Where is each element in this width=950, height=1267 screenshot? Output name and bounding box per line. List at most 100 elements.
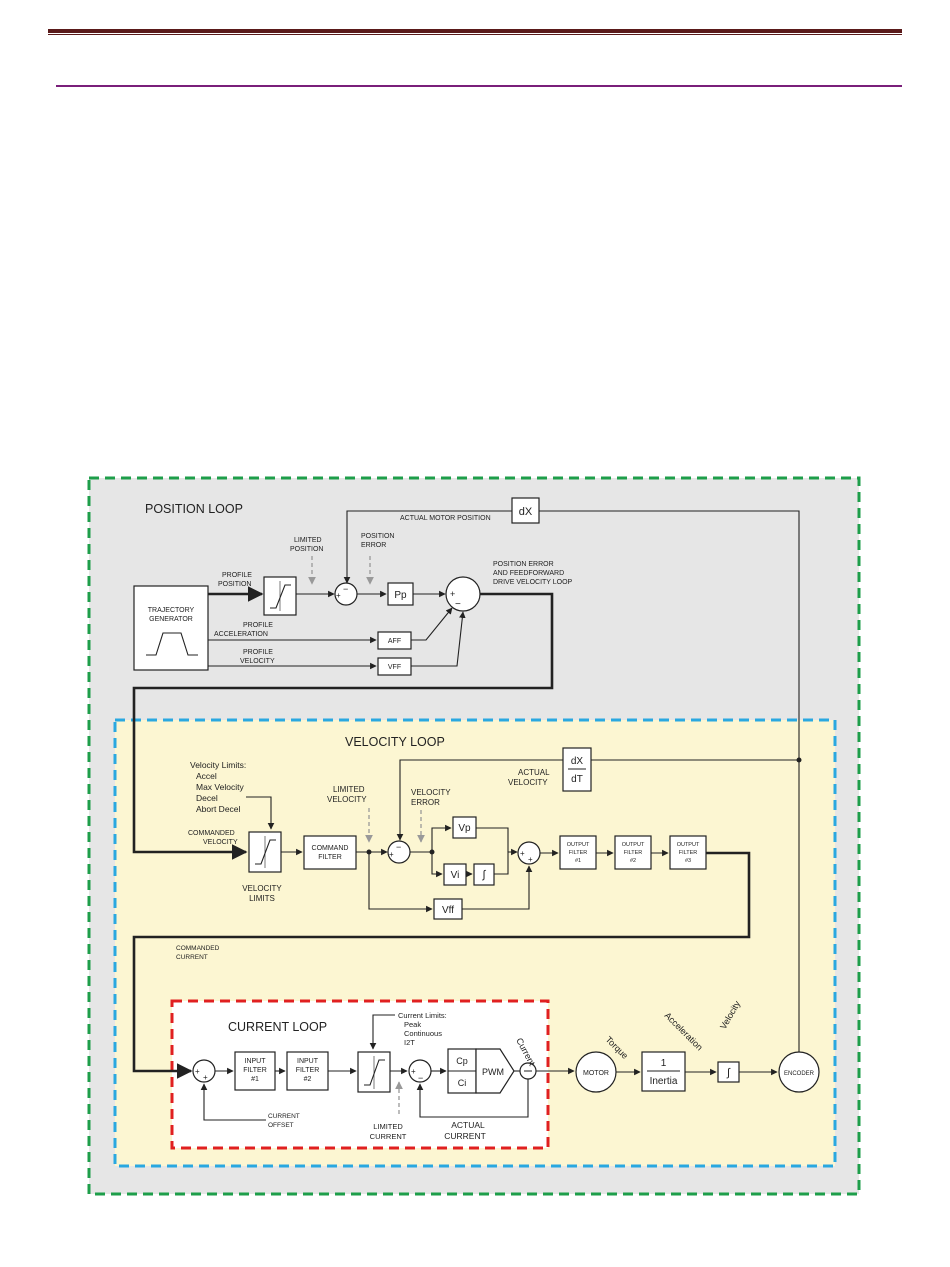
dx-label: dX	[519, 506, 533, 518]
vel-out-plus2: +	[528, 855, 533, 864]
output-filter-2	[614, 835, 652, 870]
vel-sum-minus: −	[396, 842, 401, 852]
trajectory-generator-block	[133, 585, 209, 671]
input-filter-2-l3: #2	[304, 1076, 312, 1083]
error-ff-line2: AND FEEDFORWARD	[493, 570, 564, 577]
limited-current-line2: CURRENT	[370, 1132, 407, 1141]
pos-out-plus: +	[450, 589, 455, 599]
output-filter-1-l1: OUTPUT	[567, 842, 590, 848]
output-filter-2-l2: FILTER	[624, 850, 643, 856]
current-limit-2: Continuous	[404, 1029, 442, 1038]
velocity-limit-1: Accel	[196, 771, 217, 781]
velocity-limit-2: Max Velocity	[196, 782, 244, 792]
position-error-line1: POSITION	[361, 533, 394, 540]
vi-label: Vi	[451, 870, 460, 881]
position-loop-title: POSITION LOOP	[145, 502, 243, 516]
current-limit-3: I2T	[404, 1038, 415, 1047]
pwm-label: PWM	[482, 1067, 504, 1077]
actual-motor-position-label: ACTUAL MOTOR POSITION	[400, 515, 491, 522]
current-offset-line1: CURRENT	[268, 1113, 300, 1120]
input-filter-1	[234, 1051, 276, 1091]
pos-sum-plus: +	[336, 591, 341, 600]
pwm-block	[475, 1048, 515, 1094]
output-filter-3-l2: FILTER	[679, 850, 698, 856]
input-filter-1-l1: INPUT	[245, 1058, 267, 1065]
output-filter-3	[669, 835, 707, 870]
command-filter-line1: COMMAND	[312, 845, 349, 852]
vel-sum-plus: +	[389, 850, 394, 859]
pos-out-minus: −	[455, 599, 461, 610]
commanded-current-line2: CURRENT	[176, 954, 208, 961]
profile-position-line1: PROFILE	[222, 572, 252, 579]
current-loop-title: CURRENT LOOP	[228, 1020, 327, 1034]
commanded-velocity-line1: COMMANDED	[188, 830, 235, 837]
position-error-line2: ERROR	[361, 542, 386, 549]
velocity-limit-4: Abort Decel	[196, 804, 241, 814]
actual-velocity-line1: ACTUAL	[518, 768, 550, 777]
commanded-current-line	[132, 851, 751, 1079]
error-ff-line1: POSITION ERROR	[493, 561, 554, 568]
cur-in-plus1: +	[195, 1067, 200, 1076]
trapezoid-profile-icon	[146, 632, 198, 656]
current-offset-line2: OFFSET	[268, 1122, 294, 1129]
limiter-icon	[270, 584, 291, 609]
actual-current-line1: ACTUAL	[451, 1120, 485, 1130]
limited-position-line2: POSITION	[290, 546, 323, 553]
dxdt-den: dT	[571, 774, 583, 785]
current-limit-1: Peak	[404, 1020, 421, 1029]
trajectory-generator-line2: GENERATOR	[149, 616, 193, 623]
output-filter-2-l3: #2	[630, 858, 636, 864]
error-ff-line3: DRIVE VELOCITY LOOP	[493, 579, 573, 586]
ci-label: Ci	[458, 1078, 467, 1088]
vp-label: Vp	[458, 823, 471, 834]
command-filter-line2: FILTER	[318, 854, 342, 861]
cur-in-plus2: +	[203, 1073, 208, 1082]
velocity-limiter-icon	[255, 839, 276, 865]
actual-current-line2: CURRENT	[444, 1131, 486, 1141]
aff-label: AFF	[388, 638, 401, 645]
actual-position-line	[343, 510, 512, 584]
profile-velocity-line2: VELOCITY	[240, 658, 275, 665]
limited-position-line1: LIMITED	[294, 537, 322, 544]
current-limits-title: Current Limits:	[398, 1011, 447, 1020]
commanded-current-line1: COMMANDED	[176, 945, 220, 952]
velocity-loop-title: VELOCITY LOOP	[345, 735, 445, 749]
inertia-den: Inertia	[650, 1076, 678, 1087]
limited-velocity-line1: LIMITED	[333, 785, 365, 794]
limited-velocity-line2: VELOCITY	[327, 795, 367, 804]
limited-current-line1: LIMITED	[373, 1122, 403, 1131]
velocity-limits-title: Velocity Limits:	[190, 760, 246, 770]
actual-velocity-line2: VELOCITY	[508, 778, 548, 787]
header-rule	[48, 29, 902, 33]
input-filter-1-l2: FILTER	[243, 1067, 267, 1074]
vff-velocity-label: Vff	[442, 905, 454, 916]
inertia-num: 1	[661, 1058, 667, 1069]
commanded-velocity-line2: VELOCITY	[203, 839, 238, 846]
output-filter-1-l3: #1	[575, 858, 581, 864]
velocity-error-line2: ERROR	[411, 798, 440, 807]
pos-sum-minus: −	[343, 584, 348, 594]
dxdt-num: dX	[571, 756, 584, 767]
vff-label: VFF	[388, 664, 401, 671]
velocity-limits-line1: VELOCITY	[242, 884, 282, 893]
output-filter-1	[559, 835, 597, 870]
command-filter-block	[303, 835, 357, 870]
velocity-limit-3: Decel	[196, 793, 218, 803]
input-filter-2	[286, 1051, 329, 1091]
commanded-velocity-line	[132, 592, 554, 860]
vel-out-plus1: +	[520, 849, 525, 858]
encoder-block	[778, 1051, 820, 1093]
current-limiter-icon	[364, 1059, 385, 1086]
profile-velocity-line1: PROFILE	[243, 649, 273, 656]
trajectory-generator-line1: TRAJECTORY	[148, 607, 195, 614]
velocity-limits-line2: LIMITS	[249, 894, 275, 903]
cp-label: Cp	[456, 1056, 468, 1066]
cur-sum-minus: −	[418, 1073, 423, 1083]
pp-label: Pp	[394, 590, 407, 601]
header-rule-thin	[48, 34, 902, 35]
encoder-feedback-line	[539, 510, 800, 1061]
vel-integral-label: ∫	[481, 869, 486, 881]
input-filter-2-l2: FILTER	[296, 1067, 320, 1074]
profile-position-line2: POSITION	[218, 581, 251, 588]
